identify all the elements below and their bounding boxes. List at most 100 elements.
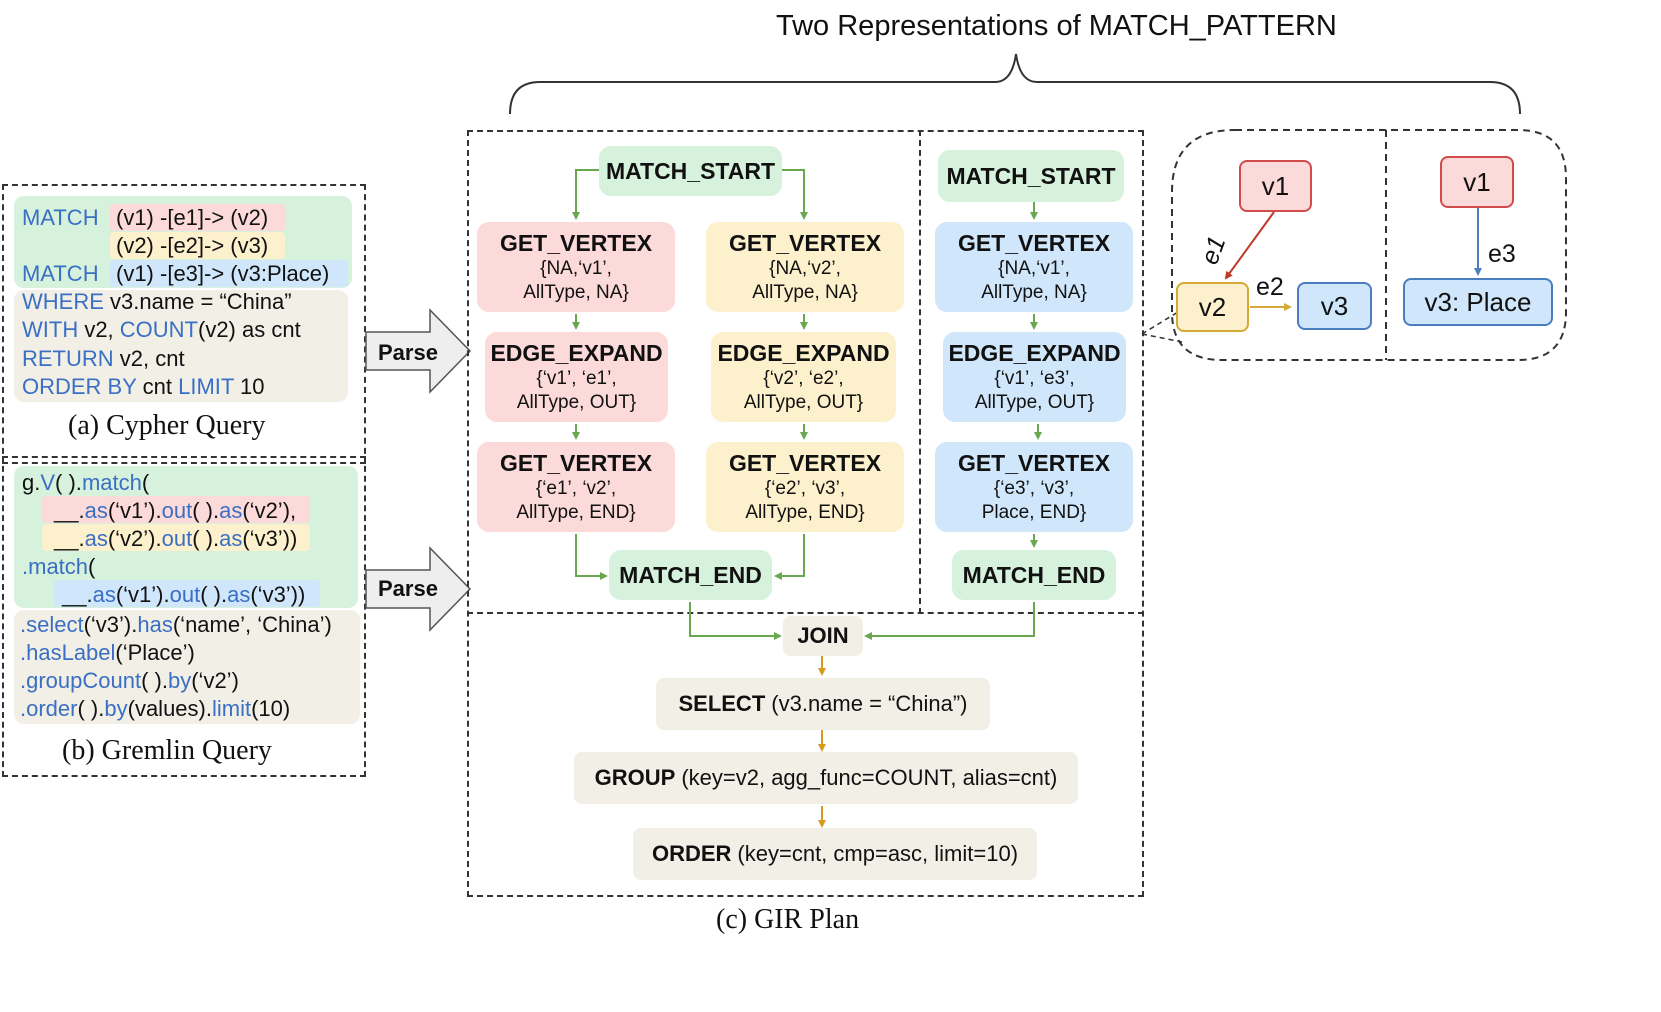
kw-out: out xyxy=(161,526,193,551)
cypher-pattern-2: (v2) -[e2]-> (v3) xyxy=(116,233,269,258)
kw-has: has xyxy=(137,612,173,637)
g-b: (values). xyxy=(127,696,212,721)
op-name: GET_VERTEX xyxy=(728,229,882,256)
op-name: GET_VERTEX xyxy=(728,449,882,476)
kw-as: as xyxy=(92,582,116,607)
op-args: AllType, OUT} xyxy=(516,391,637,413)
gremlin-pattern3-highlight xyxy=(54,580,320,607)
graph-v3-place: v3: Place xyxy=(1403,278,1553,326)
op-args: {NA,‘v2’, xyxy=(769,257,841,279)
match-end-label: MATCH_END xyxy=(962,561,1106,588)
match-end-node-2: MATCH_END xyxy=(952,550,1116,600)
g-b: (‘v2’) xyxy=(191,668,239,693)
order-b: 10 xyxy=(233,374,265,399)
kw-as: as xyxy=(219,526,243,551)
g-d: (‘v2’), xyxy=(242,498,297,523)
kw-as: as xyxy=(227,582,251,607)
cypher-line-1: MATCH xyxy=(22,203,99,232)
group-arg: (key=v2, agg_func=COUNT, alias=cnt) xyxy=(681,765,1058,790)
op-args: {‘v2’, ‘e2’, xyxy=(763,367,844,389)
op-name: GET_VERTEX xyxy=(957,229,1111,256)
kw-by: by xyxy=(167,668,192,693)
cypher-line-return: RETURN v2, cnt xyxy=(22,344,185,373)
with-b: (v2) as cnt xyxy=(198,317,301,342)
col1-get-vertex-2: GET_VERTEX {‘e1’, ‘v2’, AllType, END} xyxy=(477,442,675,532)
op-args: Place, END} xyxy=(981,501,1087,523)
kw-order: .order xyxy=(20,696,78,721)
order-op: ORDER xyxy=(651,841,732,866)
kw-match: .match xyxy=(22,554,89,579)
col3-get-vertex-1: GET_VERTEX {NA,‘v1’, AllType, NA} xyxy=(935,222,1133,312)
g-b: ( ). xyxy=(55,470,82,495)
cypher-caption: (a) Cypher Query xyxy=(68,410,266,441)
match-start-label: MATCH_START xyxy=(605,157,776,184)
kw-as: as xyxy=(84,526,108,551)
kw-V: V xyxy=(40,470,56,495)
group-op: GROUP xyxy=(594,765,676,790)
op-args: {‘v1’, ‘e3’, xyxy=(994,367,1075,389)
gremlin-pattern1-highlight xyxy=(42,496,310,523)
select-node: SELECT(v3.name = “China”) xyxy=(656,678,990,730)
g-b: (‘name’, ‘China’) xyxy=(172,612,332,637)
g-b: (‘v1’). xyxy=(115,582,170,607)
match-start-label: MATCH_START xyxy=(946,162,1116,189)
cypher-panel xyxy=(2,184,366,464)
kw-where: WHERE xyxy=(22,289,104,314)
select-op: SELECT xyxy=(678,691,766,716)
gremlin-line-8: .groupCount( ).by(‘v2’) xyxy=(20,666,239,695)
parse-label-1: Parse xyxy=(378,340,438,365)
col1-get-vertex-1: GET_VERTEX {NA,‘v1’, AllType, NA} xyxy=(477,222,675,312)
join-node: JOIN xyxy=(783,616,863,656)
col3-get-vertex-2: GET_VERTEX {‘e3’, ‘v3’, Place, END} xyxy=(935,442,1133,532)
select-arg: (v3.name = “China”) xyxy=(771,691,968,716)
parse-arrow-1 xyxy=(365,308,472,394)
cypher-line-where: WHERE v3.name = “China” xyxy=(22,287,292,316)
gremlin-line-4: .match( xyxy=(22,552,95,581)
cypher-line-3: MATCH xyxy=(22,259,99,288)
op-args: {‘e1’, ‘v2’, xyxy=(535,477,617,499)
plan-caption: (c) GIR Plan xyxy=(716,904,860,935)
gremlin-line-1: g.V( ).match( xyxy=(22,468,149,497)
kw-haslabel: .hasLabel xyxy=(20,640,116,665)
group-node: GROUP(key=v2, agg_func=COUNT, alias=cnt) xyxy=(574,752,1078,804)
g-a: __. xyxy=(62,582,93,607)
plan-divider-horizontal xyxy=(467,612,1144,614)
gremlin-panel xyxy=(2,456,366,777)
g-c: ( ). xyxy=(200,582,228,607)
op-args: AllType, OUT} xyxy=(743,391,864,413)
diagram-title: Two Representations of MATCH_PATTERN xyxy=(776,10,1337,42)
graph-e3: e3 xyxy=(1488,240,1516,268)
cypher-pattern3-highlight xyxy=(110,260,348,287)
g-b: (‘v2’). xyxy=(107,526,162,551)
op-name: EDGE_EXPAND xyxy=(717,339,890,366)
match-end-node: MATCH_END xyxy=(609,550,772,600)
kw-return: RETURN xyxy=(22,346,114,371)
op-name: GET_VERTEX xyxy=(499,229,653,256)
g-d: (‘v3’)) xyxy=(250,582,306,607)
op-args: AllType, NA} xyxy=(752,281,858,303)
kw-match: match xyxy=(81,470,142,495)
gremlin-rest-highlight xyxy=(14,610,360,724)
graph-v1-right: v1 xyxy=(1440,156,1514,208)
cypher-line-order: ORDER BY cnt LIMIT 10 xyxy=(22,372,265,401)
cypher-rest-highlight xyxy=(14,290,348,402)
g-c: ( ). xyxy=(192,498,220,523)
gremlin-line-5: __.as(‘v1’).out( ).as(‘v3’)) xyxy=(62,580,305,609)
order-a: cnt xyxy=(136,374,179,399)
kw-by: by xyxy=(104,696,128,721)
with-a: v2, xyxy=(78,317,120,342)
op-name: EDGE_EXPAND xyxy=(948,339,1121,366)
col2-edge-expand: EDGE_EXPAND {‘v2’, ‘e2’, AllType, OUT} xyxy=(711,332,896,422)
graph-v2: v2 xyxy=(1176,282,1249,332)
g-c: ( xyxy=(141,470,150,495)
g-a: ( ). xyxy=(141,668,168,693)
kw-match: MATCH xyxy=(22,261,99,286)
col2-get-vertex-1: GET_VERTEX {NA,‘v2’, AllType, NA} xyxy=(706,222,904,312)
gremlin-line-7: .hasLabel(‘Place’) xyxy=(20,638,195,667)
gremlin-line-6: .select(‘v3’).has(‘name’, ‘China’) xyxy=(20,610,332,639)
op-args: AllType, NA} xyxy=(981,281,1087,303)
join-label: JOIN xyxy=(797,623,849,648)
match-start-node: MATCH_START xyxy=(599,146,782,196)
cypher-pattern-3: (v1) -[e3]-> (v3:Place) xyxy=(116,261,330,286)
op-args: {‘e3’, ‘v3’, xyxy=(993,477,1075,499)
